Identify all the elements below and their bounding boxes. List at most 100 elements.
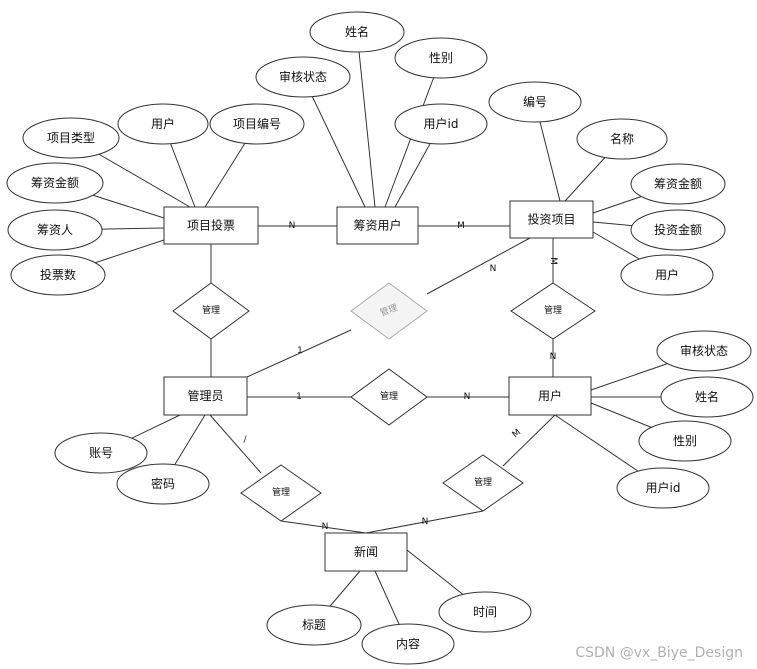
attribute-ellipse (438, 591, 532, 633)
entity-label: 筹资用户 (353, 218, 401, 233)
attribute-label: 筹资金额 (31, 175, 79, 190)
entity-tzxm: 投资项目 (509, 200, 594, 239)
entity-label: 投资项目 (527, 212, 575, 227)
diagram-nodes: 管理管理管理管理管理管理项目投票筹资用户投资项目管理员用户新闻项目类型用户项目编… (6, 11, 754, 665)
attribute-label: 用户 (151, 116, 175, 131)
entity-label: 管理员 (187, 388, 223, 403)
attribute-ellipse (22, 117, 120, 159)
attribute-ellipse (488, 81, 582, 123)
link-r6-yh (502, 414, 556, 467)
attribute-label: 用户id (646, 480, 681, 495)
attribute-label: 编号 (523, 94, 547, 109)
attribute-ellipse (394, 103, 488, 145)
watermark: CSDN @vx_Biye_Design (575, 645, 743, 661)
link-a_shzt1 (302, 76, 366, 208)
attribute-a_shzt1: 审核状态 (255, 56, 351, 98)
attribute-label: 筹资金额 (654, 176, 702, 191)
attribute-ellipse (117, 103, 209, 145)
cardinality-c2: M (457, 221, 465, 231)
attribute-a_xb1: 性别 (394, 37, 488, 79)
attribute-a_czr: 筹资人 (7, 209, 103, 251)
attribute-ellipse (266, 604, 362, 646)
attribute-label: 审核状态 (279, 69, 327, 84)
attribute-label: 内容 (396, 636, 420, 651)
relationship-r1: 管理 (172, 282, 250, 340)
relationship-r3: 管理 (510, 282, 596, 340)
attribute-a_czje2: 筹资金额 (630, 163, 726, 205)
attribute-a_tzje: 投资金额 (630, 209, 726, 251)
attribute-label: 投票数 (40, 267, 76, 282)
attribute-ellipse (255, 56, 351, 98)
attribute-label: 项目类型 (47, 131, 95, 145)
attribute-label: 筹资人 (37, 223, 73, 237)
attribute-label: 名称 (610, 131, 634, 146)
attribute-ellipse (638, 420, 732, 462)
entity-box (163, 206, 259, 245)
relationship-diamond (510, 282, 596, 340)
attribute-a_bh: 编号 (488, 81, 582, 123)
cardinality-c6: N (550, 352, 557, 362)
attribute-ellipse (361, 623, 455, 665)
attribute-ellipse (116, 463, 210, 505)
attribute-a_xm2: 姓名 (660, 376, 754, 418)
attribute-label: 项目编号 (233, 116, 281, 131)
relationship-label: 管理 (544, 304, 562, 316)
entity-box (508, 376, 592, 416)
attribute-a_yh2: 用户 (620, 254, 714, 296)
relationship-diamond (172, 282, 250, 340)
link-gly-r2 (246, 329, 352, 378)
attribute-a_shzt2: 审核状态 (656, 330, 752, 372)
cardinality-c7: 1 (296, 392, 302, 402)
entity-xw: 新闻 (324, 532, 408, 572)
entity-gly: 管理员 (163, 376, 248, 416)
entity-box (336, 206, 419, 245)
link-a_xm1 (356, 31, 376, 208)
cardinality-c3: N (490, 264, 497, 274)
cardinality-c1: N (289, 221, 296, 231)
attribute-a_nr: 内容 (361, 623, 455, 665)
attribute-label: 时间 (473, 605, 497, 619)
attribute-a_xb2: 性别 (638, 420, 732, 462)
relationship-diamond (442, 454, 524, 512)
attribute-ellipse (7, 209, 103, 251)
attribute-a_xmlx: 项目类型 (22, 117, 120, 159)
entity-xmtp: 项目投票 (163, 206, 259, 245)
relationship-diamond (240, 464, 322, 522)
attribute-a_bt: 标题 (266, 604, 362, 646)
entity-label: 用户 (538, 388, 562, 403)
attribute-a_xmbh: 项目编号 (209, 103, 305, 145)
attribute-label: 标题 (302, 618, 326, 632)
link-gly-r5 (209, 414, 262, 474)
attribute-a_xm1: 姓名 (309, 11, 405, 53)
relationship-label: 管理 (202, 304, 220, 316)
attribute-a_zh: 账号 (54, 432, 148, 474)
entity-yh: 用户 (508, 376, 592, 416)
attribute-label: 密码 (151, 476, 175, 491)
attribute-label: 姓名 (695, 389, 719, 404)
attribute-a_mc: 名称 (576, 118, 668, 160)
cardinality-c9: / (243, 435, 247, 445)
entity-label: 新闻 (354, 544, 378, 559)
relationship-r4: 管理 (350, 368, 428, 426)
relationship-diamond (350, 282, 428, 340)
attribute-a_tps: 投票数 (10, 254, 106, 296)
relationship-label: 管理 (272, 486, 290, 498)
cardinality-c10: N (322, 522, 329, 532)
attribute-label: 性别 (429, 51, 453, 65)
attribute-ellipse (309, 11, 405, 53)
entity-label: 项目投票 (187, 218, 235, 233)
relationship-label: 管理 (380, 390, 398, 402)
attribute-label: 姓名 (345, 24, 369, 39)
relationship-diamond (350, 368, 428, 426)
attribute-a_mm: 密码 (116, 463, 210, 505)
link-r2-tzxm (426, 237, 531, 295)
cardinality-c11: M (511, 428, 523, 441)
attribute-ellipse (630, 209, 726, 251)
attribute-ellipse (6, 162, 104, 204)
link-xw-r6 (365, 510, 484, 534)
attribute-label: 性别 (673, 434, 697, 448)
attribute-label: 用户 (655, 267, 679, 282)
attribute-ellipse (660, 376, 754, 418)
